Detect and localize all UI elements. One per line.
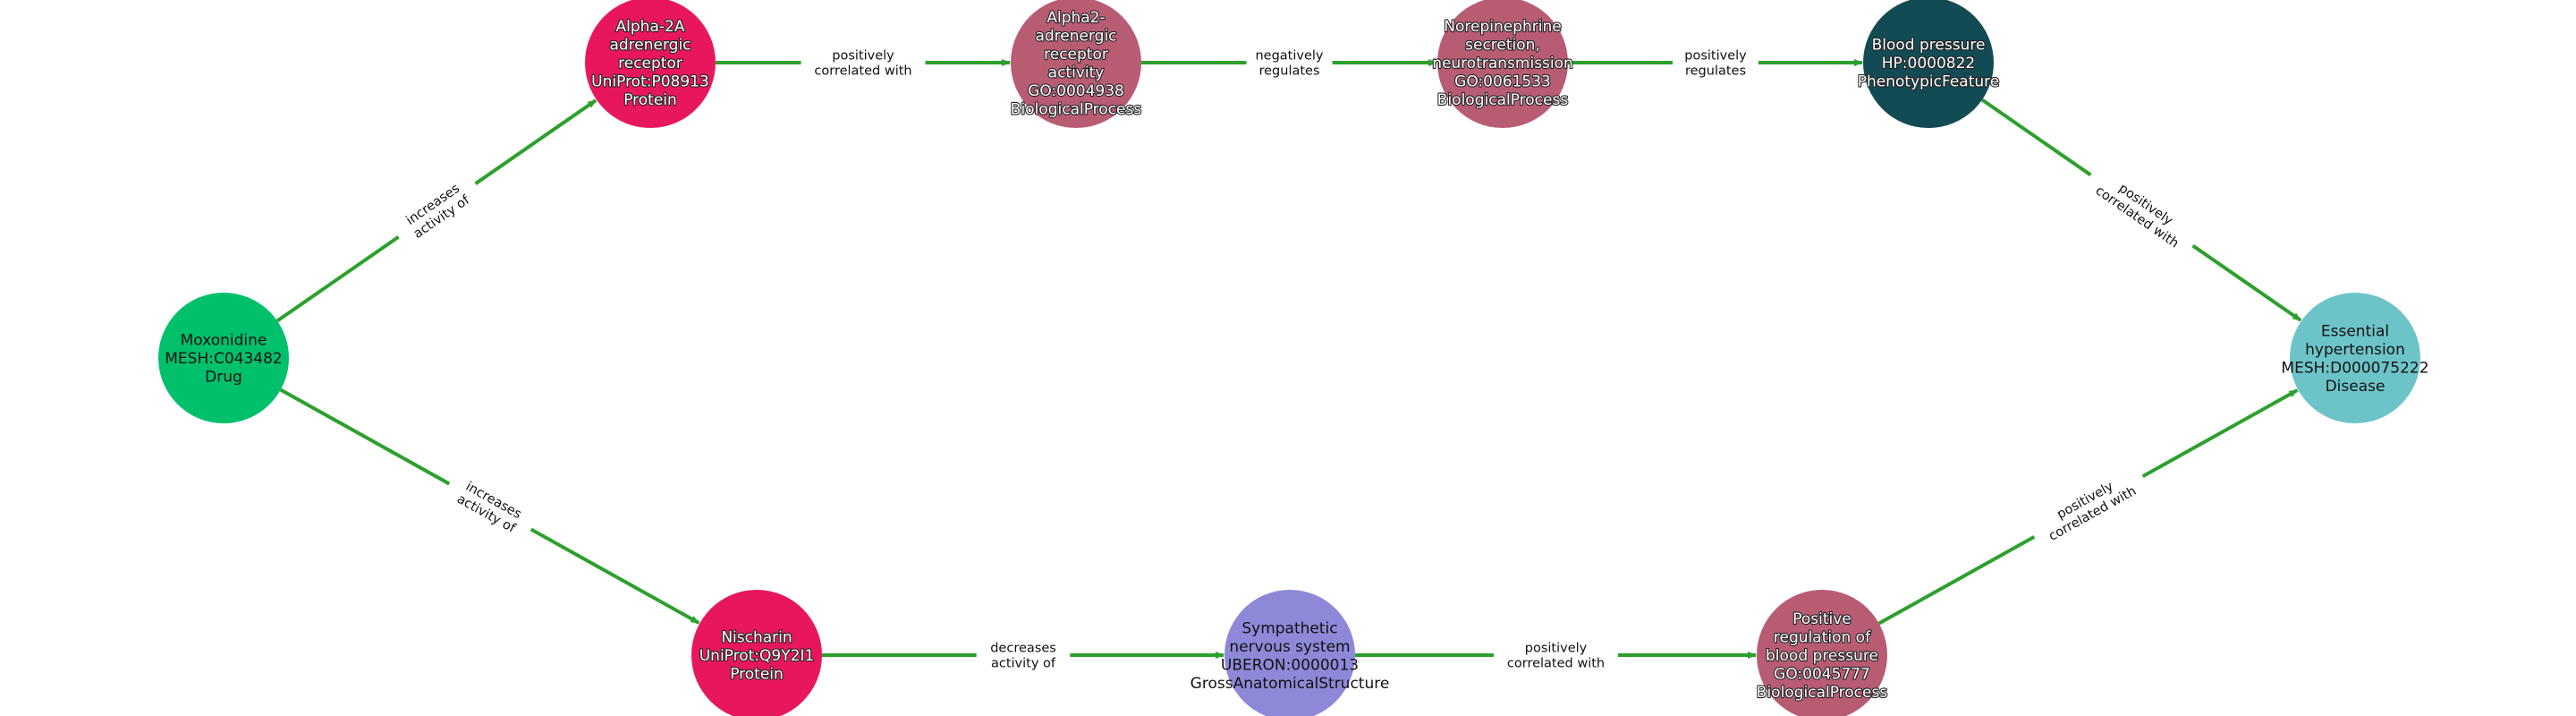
node-label-line: UniProt:Q9Y2I1 — [699, 647, 815, 665]
node-label-line: regulation of — [1774, 629, 1871, 647]
edge-label-background — [1246, 46, 1333, 80]
edge-label-text: regulates — [1258, 64, 1319, 79]
edge-label-background — [801, 46, 926, 80]
node-label-line: hypertension — [2305, 341, 2405, 359]
node-label-line: Nischarin — [721, 629, 792, 647]
node-label-line: nervous system — [1229, 638, 1350, 656]
node-label-line: Positive — [1792, 610, 1852, 628]
edge-label-background — [976, 638, 1071, 672]
edge-label-background — [1673, 46, 1758, 80]
node-label-line: GrossAnatomicalStructure — [1191, 675, 1390, 693]
node-label-line: UBERON:0000013 — [1221, 656, 1359, 674]
node-label-line: Protein — [730, 666, 784, 684]
node-blood-pressure[interactable]: Blood pressureHP:0000822PhenotypicFeatur… — [1857, 0, 2000, 128]
edge-label-background — [441, 468, 539, 545]
edge-label-text: positively — [1684, 49, 1747, 64]
node-label-line: receptor — [618, 55, 682, 72]
node-label-line: Moxonidine — [181, 332, 267, 350]
node-label-line: PhenotypicFeature — [1858, 73, 2000, 91]
node-norepinephrine-secretion[interactable]: Norepinephrinesecretion,neurotransmissio… — [1431, 0, 1574, 128]
node-label-line: GO:0061533 — [1454, 73, 1551, 91]
node-circle[interactable] — [1757, 590, 1887, 716]
edge-label-background — [1494, 638, 1618, 672]
node-label-line: receptor — [1044, 46, 1108, 64]
edge-label-background — [388, 169, 486, 251]
node-label-line: GO:0004938 — [1028, 82, 1124, 100]
node-circle[interactable] — [1011, 0, 1141, 128]
node-label-line: adrenergic — [1035, 27, 1116, 45]
node-circle[interactable] — [2290, 293, 2420, 423]
edge-label-text: correlated with — [1507, 657, 1605, 671]
node-circle[interactable] — [1437, 0, 1568, 128]
node-label-line: Blood pressure — [1872, 37, 1986, 55]
node-circle[interactable] — [585, 0, 716, 128]
edges-layer — [275, 59, 2302, 659]
node-alpha2-receptor-activity[interactable]: Alpha2-adrenergicreceptoractivityGO:0004… — [1010, 0, 1142, 128]
nodes-layer: MoxonidineMESH:C043482DrugAlpha-2Aadrene… — [158, 0, 2429, 716]
node-label-line: Sympathetic — [1241, 619, 1337, 637]
node-label-line: adrenergic — [609, 37, 691, 55]
node-circle[interactable] — [1863, 0, 1994, 128]
node-label-line: BiologicalProcess — [1437, 91, 1569, 109]
edge-label-text: positively — [832, 49, 894, 64]
node-label-line: secretion, — [1465, 37, 1540, 55]
node-label-line: Protein — [623, 91, 677, 109]
edge-label-background — [2026, 461, 2151, 552]
node-label-line: MESH:C043482 — [165, 350, 282, 368]
node-essential-hypertension[interactable]: EssentialhypertensionMESH:D000075222Dise… — [2281, 293, 2429, 423]
edge-label-background — [2080, 160, 2203, 260]
node-label-line: UniProt:P08913 — [591, 73, 709, 91]
node-label-line: Norepinephrine — [1444, 18, 1561, 36]
node-label-line: BiologicalProcess — [1011, 100, 1142, 118]
node-circle[interactable] — [1224, 590, 1355, 716]
node-circle[interactable] — [691, 590, 822, 716]
node-alpha2a-receptor[interactable]: Alpha-2AadrenergicreceptorUniProt:P08913… — [585, 0, 716, 128]
edge-label-text: correlated with — [814, 64, 911, 79]
node-label-line: GO:0045777 — [1774, 666, 1870, 684]
node-label-line: Alpha-2A — [616, 18, 685, 36]
node-circle[interactable] — [158, 293, 289, 423]
edge-label-text: activity of — [991, 657, 1056, 671]
edge-label-text: decreases — [990, 642, 1056, 656]
node-label-line: Disease — [2326, 378, 2385, 396]
node-label-line: MESH:D000075222 — [2281, 359, 2428, 377]
edge-label-text: negatively — [1255, 49, 1323, 64]
node-label-line: HP:0000822 — [1882, 55, 1975, 72]
node-label-line: Drug — [205, 369, 242, 387]
node-label-line: blood pressure — [1766, 647, 1878, 665]
node-label-line: neurotransmission — [1432, 55, 1573, 72]
edge-label-text: regulates — [1685, 64, 1746, 79]
node-label-line: Essential — [2321, 322, 2389, 340]
node-label-line: Alpha2- — [1046, 9, 1105, 27]
node-label-line: BiologicalProcess — [1757, 684, 1888, 702]
edge-label-text: positively — [1525, 642, 1588, 656]
node-label-line: activity — [1048, 64, 1105, 81]
